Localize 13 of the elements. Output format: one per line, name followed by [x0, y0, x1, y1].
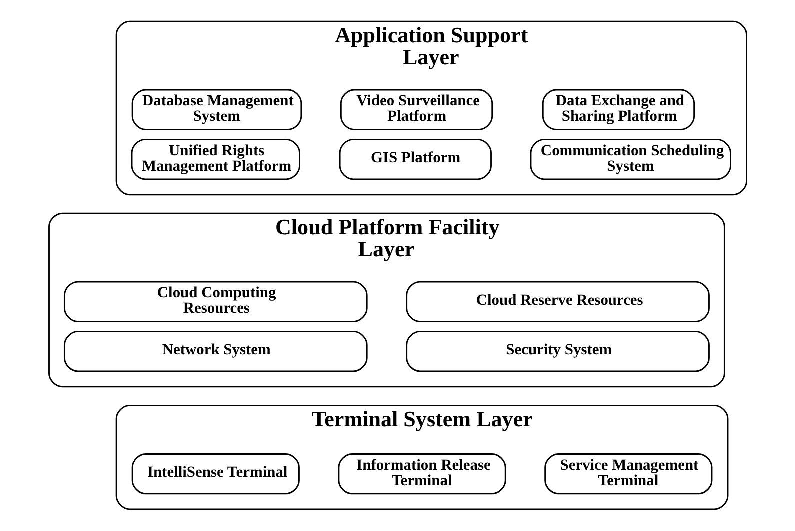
node-box: Video Surveillance Platform — [340, 89, 493, 130]
node-box: Security System — [406, 331, 710, 372]
node-box: GIS Platform — [338, 138, 492, 180]
node-box: Cloud Reserve Resources — [406, 281, 710, 322]
node-box: IntelliSense Terminal — [131, 454, 300, 495]
node-box: Database Management System — [131, 89, 302, 130]
node-box: Communication Scheduling System — [530, 138, 731, 180]
node-box: Cloud Computing Resources — [63, 281, 368, 322]
node-box: Information Release Terminal — [338, 454, 506, 495]
node-box: Unified Rights Management Platform — [130, 138, 300, 180]
node-box: Data Exchange and Sharing Platform — [542, 89, 695, 130]
node-box: Network System — [63, 331, 368, 372]
node-box: Service Management Terminal — [544, 454, 712, 495]
